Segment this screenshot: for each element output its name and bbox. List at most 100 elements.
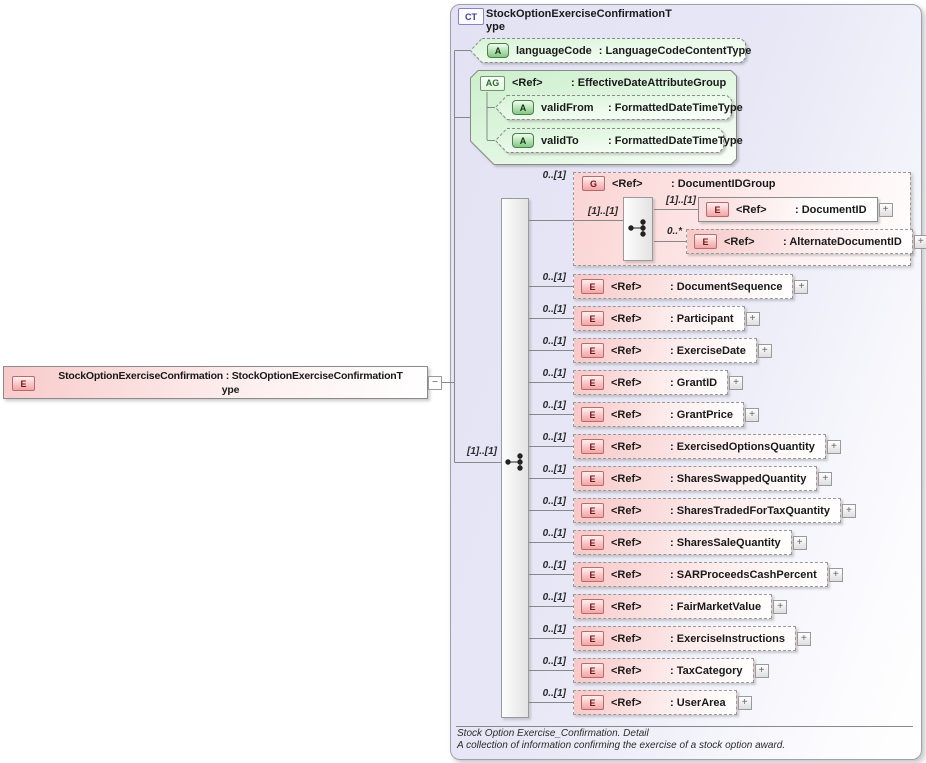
element-ref: <Ref> [611,504,642,517]
cardinality-label: 0..[1] [542,336,566,347]
cardinality-label: 0..[1] [542,688,566,699]
attribute-name: validFrom [541,101,594,114]
element-name: GrantID [670,377,717,389]
attribute-type: LanguageCodeContentType [599,45,752,57]
element-sar-proceeds-cash-percent[interactable]: E <Ref> SARProceedsCashPercent + [573,562,843,587]
attribute-type: FormattedDateTimeType [608,135,743,147]
expand-icon[interactable]: + [757,344,772,358]
element-name: SharesSaleQuantity [670,537,781,549]
sequence-compositor-bar[interactable] [501,198,529,718]
element-icon: E [581,567,604,582]
element-ref: <Ref> [611,472,642,485]
element-fair-market-value[interactable]: E <Ref> FairMarketValue + [573,594,788,619]
cardinality-label: 0..[1] [542,170,566,181]
annotation-line2: A collection of information confirming t… [457,739,786,751]
element-icon: E [581,311,604,326]
cardinality-label: 0..[1] [542,528,566,539]
cardinality-label: 0..[1] [542,432,566,443]
expand-icon[interactable]: + [796,632,811,646]
cardinality-label: 0..[1] [542,272,566,283]
element-name: SharesTradedForTaxQuantity [670,505,830,517]
element-tax-category[interactable]: E <Ref> TaxCategory + [573,658,769,683]
element-user-area[interactable]: E <Ref> UserArea + [573,690,752,715]
element-ref: <Ref> [611,696,642,709]
attribute-name: languageCode [516,44,592,57]
element-name: UserArea [670,697,726,709]
element-ref: <Ref> [724,235,755,248]
cardinality-label: 0..[1] [542,368,566,379]
expand-icon[interactable]: + [841,504,856,518]
attribute-valid-to[interactable]: A validTo FormattedDateTimeType [495,128,743,153]
element-name: DocumentSequence [670,281,783,293]
group-icon: G [582,176,605,191]
element-icon: E [581,343,604,358]
element-grant-id[interactable]: E <Ref> GrantID + [573,370,744,395]
element-ref: <Ref> [611,536,642,549]
expand-icon[interactable]: + [913,235,926,249]
expand-icon[interactable]: + [729,376,744,390]
element-icon: E [581,663,604,678]
element-icon: E [581,375,604,390]
expand-icon[interactable]: + [878,203,893,217]
cardinality-label: [1]..[1] [467,446,497,457]
annotation-line1: Stock Option Exercise_Confirmation. Deta… [457,728,649,739]
element-ref: <Ref> [736,203,767,216]
element-exercise-instructions[interactable]: E <Ref> ExerciseInstructions + [573,626,811,651]
element-name: DocumentID [795,204,867,216]
complex-type-title: StockOptionExerciseConfirmationT ype [486,8,672,34]
element-name: GrantPrice [670,409,733,421]
element-grant-price[interactable]: E <Ref> GrantPrice + [573,402,759,427]
sequence-compositor-bar[interactable] [623,197,653,261]
root-element-box[interactable]: E StockOptionExerciseConfirmation : Stoc… [3,366,428,399]
attribute-icon: A [512,100,534,115]
expand-icon[interactable]: + [773,600,788,614]
group-inner-lines [574,209,699,242]
expand-icon[interactable]: + [745,312,760,326]
element-icon: E [581,503,604,518]
expand-icon[interactable]: + [754,664,769,678]
cardinality-label: 0..[1] [542,464,566,475]
attribute-group-type: EffectiveDateAttributeGroup [571,77,727,89]
element-ref: <Ref> [611,600,642,613]
element-icon: E [12,376,35,391]
element-name: SARProceedsCashPercent [670,569,817,581]
element-icon: E [581,695,604,710]
expand-icon[interactable]: + [737,696,752,710]
group-name: DocumentIDGroup [671,178,776,190]
attribute-language-code[interactable]: A languageCode LanguageCodeContentType [470,38,751,63]
cardinality-label: 0..* [666,226,682,237]
element-document-sequence[interactable]: E <Ref> DocumentSequence + [573,274,809,299]
cardinality-label: 0..[1] [542,496,566,507]
complex-type-title-line2: ype [486,21,505,33]
attribute-icon: A [512,133,534,148]
element-icon: E [581,599,604,614]
element-icon: E [581,471,604,486]
element-participant[interactable]: E <Ref> Participant + [573,306,760,331]
expand-icon[interactable]: + [826,440,841,454]
element-exercised-options-quantity[interactable]: E <Ref> ExercisedOptionsQuantity + [573,434,841,459]
element-name: TaxCategory [670,665,743,677]
attribute-valid-from[interactable]: A validFrom FormattedDateTimeType [495,95,743,120]
element-alternate-document-id[interactable]: E <Ref> AlternateDocumentID + [686,229,926,254]
element-shares-swapped-quantity[interactable]: E <Ref> SharesSwappedQuantity + [573,466,833,491]
expand-icon[interactable]: + [792,536,807,550]
element-name: SharesSwappedQuantity [670,473,807,485]
root-element-title: StockOptionExerciseConfirmation : StockO… [38,369,423,397]
attribute-type: FormattedDateTimeType [608,102,743,114]
element-shares-sale-quantity[interactable]: E <Ref> SharesSaleQuantity + [573,530,807,555]
cardinality-label: [1]..[1] [588,206,618,217]
element-exercise-date[interactable]: E <Ref> ExerciseDate + [573,338,772,363]
expand-icon[interactable]: + [828,568,843,582]
element-document-id[interactable]: E <Ref> DocumentID + [698,197,893,222]
expand-icon[interactable]: + [744,408,759,422]
element-icon: E [694,234,717,249]
element-name: ExercisedOptionsQuantity [670,441,815,453]
expand-icon[interactable]: + [818,472,833,486]
cardinality-label: 0..[1] [542,304,566,315]
element-shares-traded-for-tax-quantity[interactable]: E <Ref> SharesTradedForTaxQuantity + [573,498,856,523]
expand-icon[interactable]: + [794,280,809,294]
element-icon: E [706,202,729,217]
collapse-icon[interactable]: − [428,376,442,390]
root-title-line2: ype [221,384,240,396]
